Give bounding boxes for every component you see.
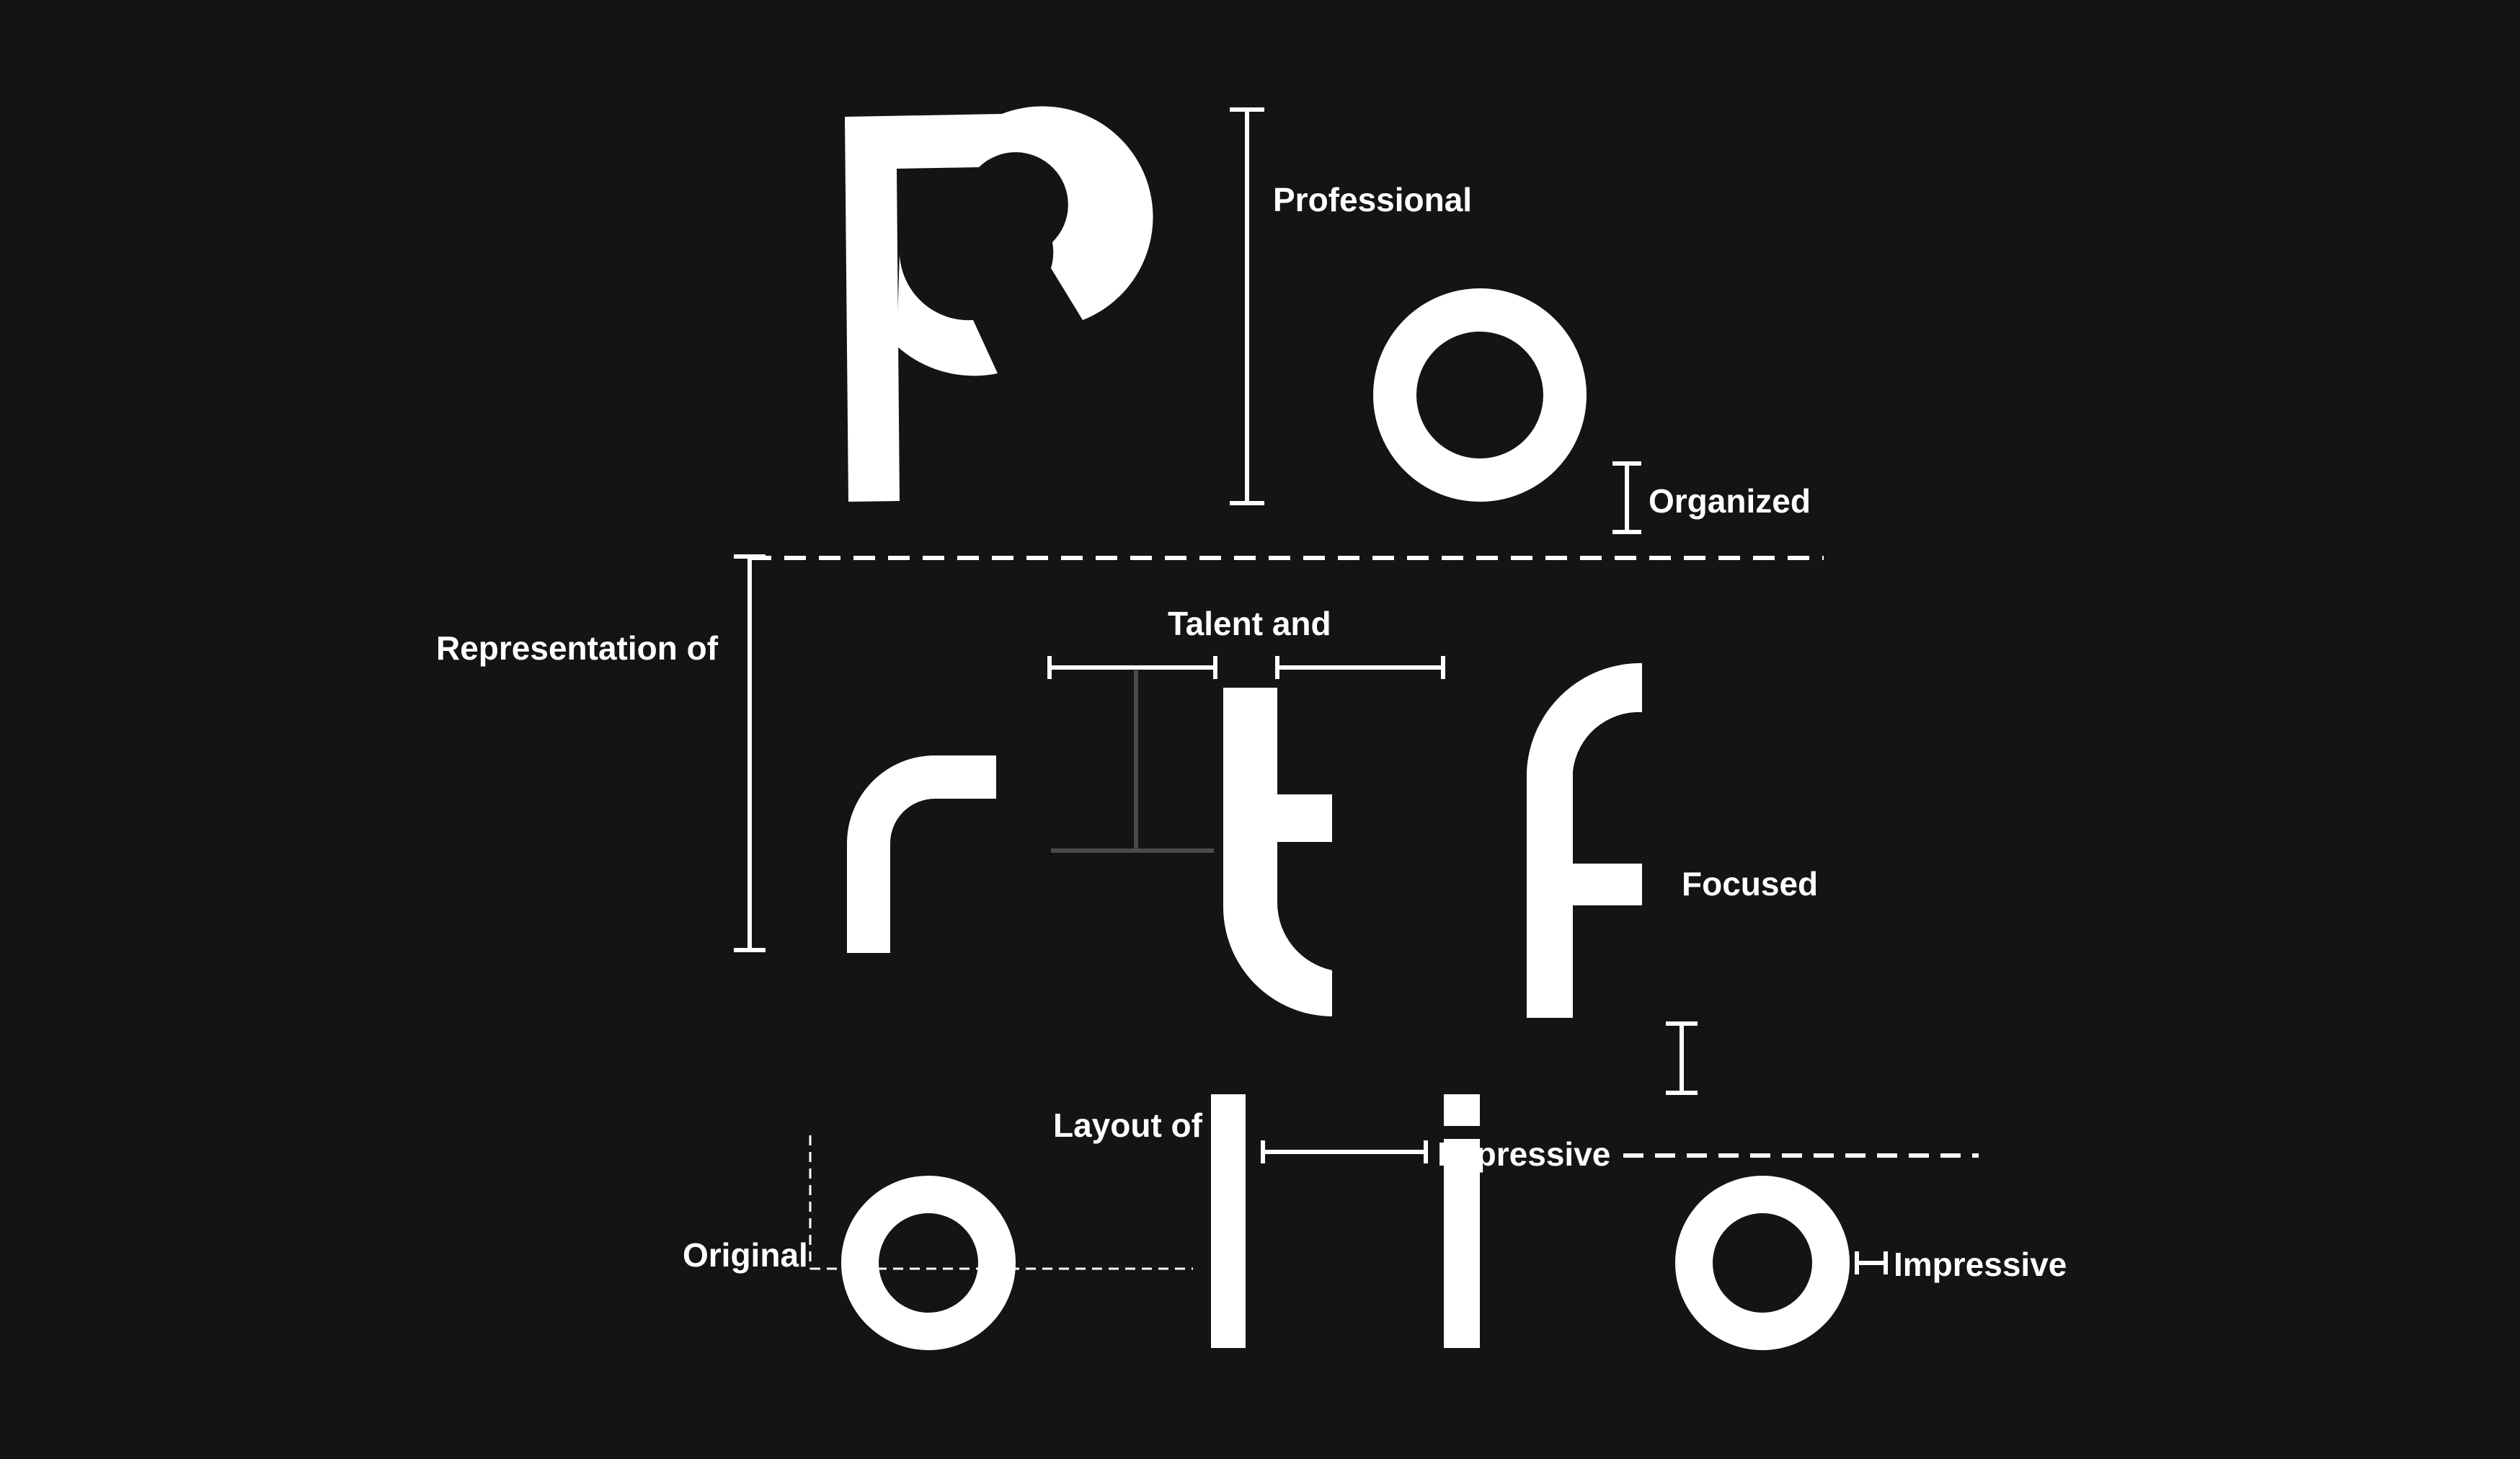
letter-o-top (1373, 288, 1587, 502)
label-original: Original (683, 1236, 808, 1274)
measurement-guides (734, 107, 1979, 1274)
label-representation-of: Representation of (436, 629, 719, 667)
letter-l (1211, 1094, 1246, 1348)
professional-height-bracket (1230, 107, 1264, 505)
impressive-small-bracket (1855, 1251, 1888, 1274)
letter-p (845, 106, 1153, 502)
label-layout-of: Layout of (1053, 1107, 1202, 1144)
talent-bracket-left (1047, 656, 1217, 679)
label-organized: Organized (1649, 482, 1811, 520)
letter-t (1223, 688, 1332, 1016)
label-talent-and: Talent and (1168, 605, 1331, 642)
label-impressive-right: Impressive (1894, 1246, 2067, 1283)
focused-bracket (1666, 1021, 1698, 1095)
representation-bracket (734, 554, 766, 952)
letter-i (1444, 1094, 1480, 1348)
impressive-bracket (1261, 1140, 1428, 1163)
grey-construction-guide (1051, 670, 1214, 853)
organized-bracket (1612, 461, 1641, 534)
letter-f (1527, 662, 1642, 1018)
letter-r (847, 755, 996, 953)
letter-o-bottom-left (841, 1176, 1016, 1350)
talent-bracket-right (1275, 656, 1445, 679)
letter-o-bottom-right (1675, 1176, 1850, 1350)
label-impressive-middle: Impressive (1437, 1135, 1611, 1173)
label-professional: Professional (1273, 181, 1473, 218)
label-focused: Focused (1682, 865, 1819, 903)
